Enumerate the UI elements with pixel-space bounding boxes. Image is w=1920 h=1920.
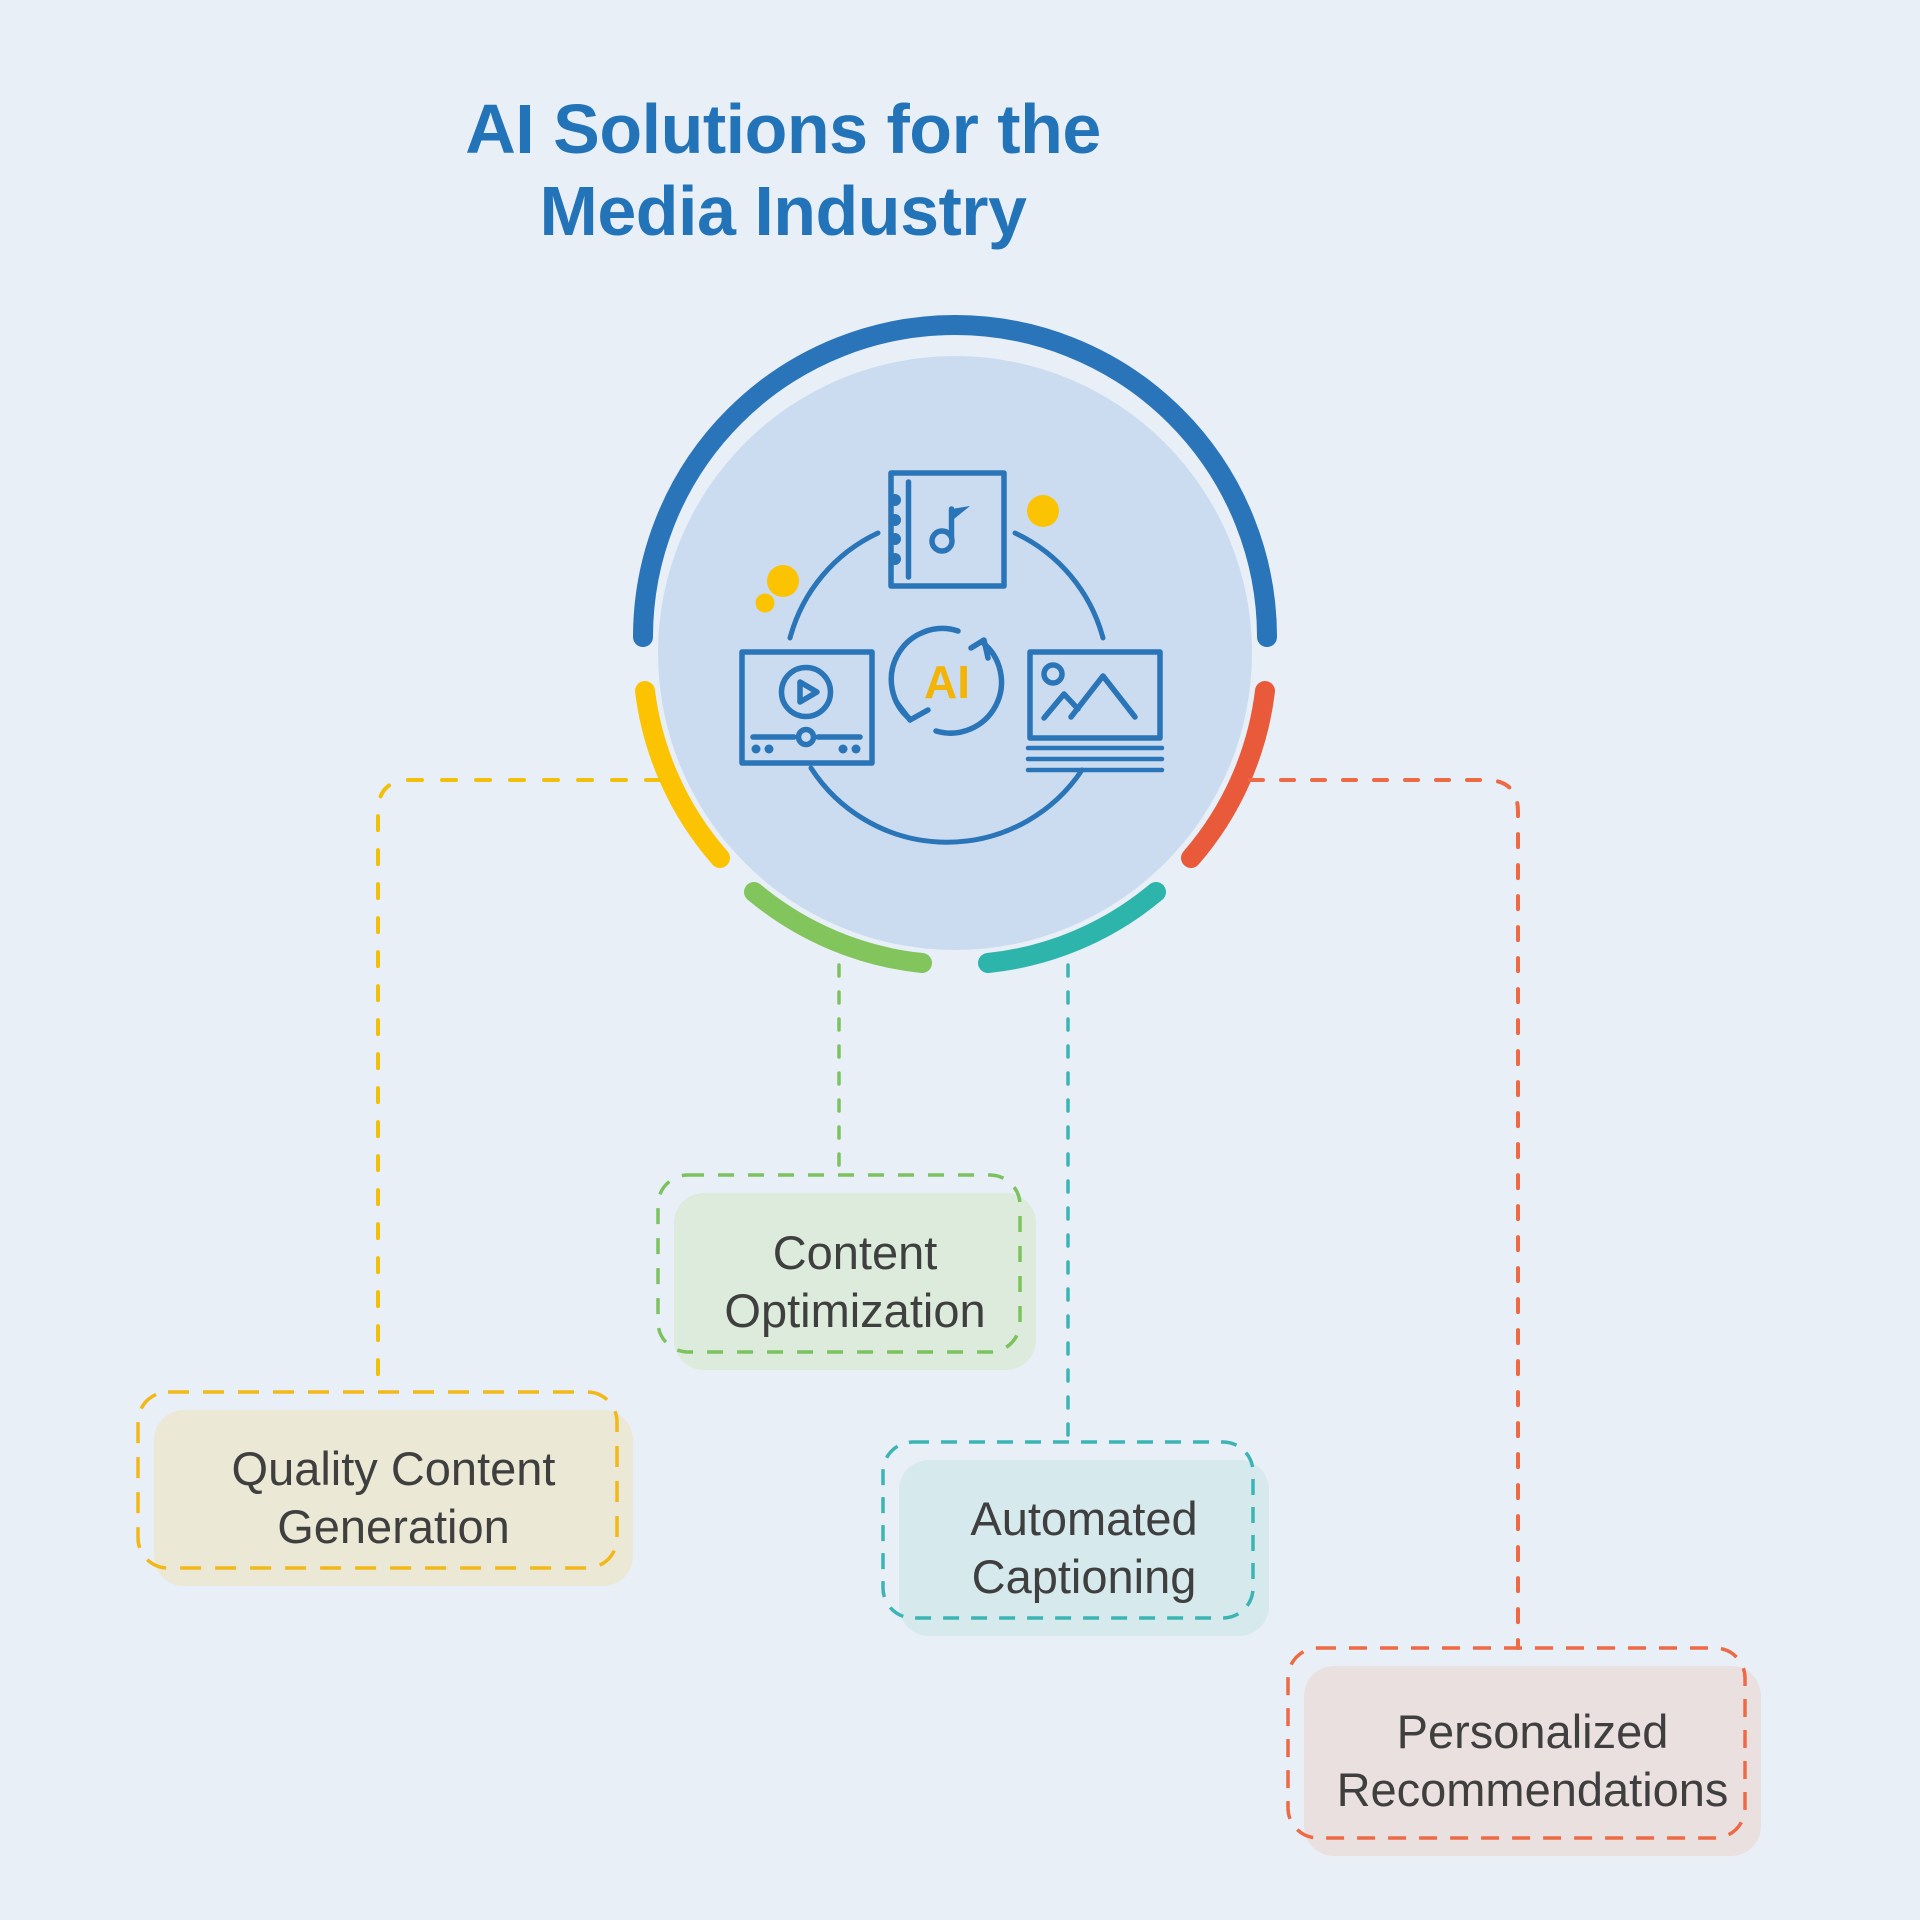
ai-cycle-icon [888,625,1005,736]
node-label: Personalized [1396,1705,1669,1758]
image-icon [1025,649,1165,773]
orbit-circle [787,530,1106,845]
ring-segment-blue [633,315,1277,647]
node-content-optimization: Content Optimization [674,1193,1036,1370]
ring-segment-green [744,882,932,973]
node-label: Automated [970,1492,1198,1545]
node-personalized-recommendations: Personalized Recommendations [1304,1666,1761,1856]
ring-segment-yellow [635,681,730,868]
page-title-line1: AI Solutions for the [465,90,1101,168]
page-title: AI Solutions for the Media Industry [465,88,1101,252]
hub-circle [658,356,1252,950]
node-quality-content-generation: Quality Content Generation [154,1410,633,1586]
yellow-dot-right [1027,495,1059,527]
music-notebook-icon [888,470,1007,589]
yellow-dot-large-left [767,565,799,597]
node-label: Content [772,1225,938,1279]
connector-quality [376,778,662,1394]
sparkle-dots [755,495,1059,613]
node-label: Recommendations [1336,1763,1729,1816]
node-label: Captioning [971,1550,1197,1603]
video-player-icon [739,649,875,766]
connector-personalized [1248,778,1520,1650]
node-label: Quality Content [231,1442,556,1495]
hub-ring [633,315,1277,973]
yellow-dot-small-left [755,593,775,613]
ai-label: AI [924,656,970,708]
node-automated-captioning: Automated Captioning [899,1460,1269,1636]
ring-segment-teal [978,882,1166,973]
node-label: Optimization [724,1283,986,1337]
node-label: Generation [277,1500,510,1553]
page-title-line2: Media Industry [539,172,1027,250]
ring-segment-orange [1181,681,1275,868]
